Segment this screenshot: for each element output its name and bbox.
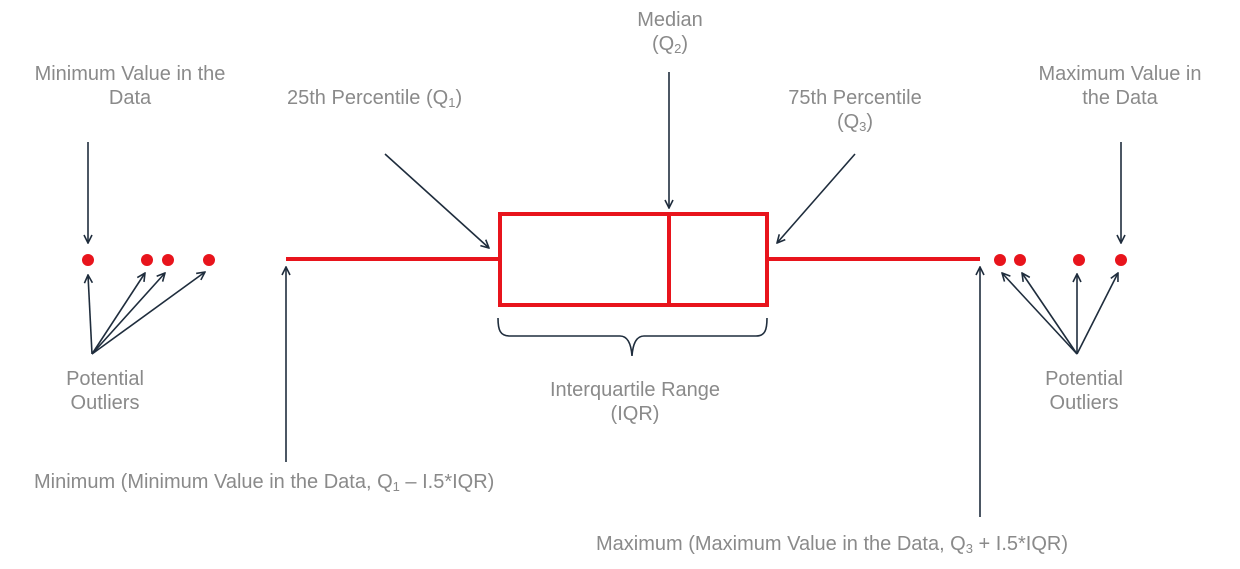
q1-label-text: 25th Percentile (Q [287,87,449,109]
maximum-label-prefix: Maximum (Maximum Value in the Data, Q [596,533,966,555]
outliers-right-line2: Outliers [1049,392,1119,414]
minimum-label-sub: 1 [392,479,400,494]
median-label: Median (Q2) [600,8,740,56]
outlier-point [162,254,174,266]
outlier-arrow [91,273,165,355]
q3-q-close: ) [866,111,874,133]
iqr-label: Interquartile Range (IQR) [510,378,760,426]
iqr-box [498,212,769,307]
q3-label-line1: 75th Percentile [788,87,922,109]
q3-label: 75th Percentile (Q3) [755,86,955,134]
min-value-label-line1: Minimum Value in the [34,63,226,85]
outlier-arrow [88,275,92,355]
q1-label-close: ) [455,87,463,109]
q3-q-sub: 3 [859,119,867,134]
median-q-sub: 2 [674,41,682,56]
outlier-arrow [91,272,205,355]
outliers-right-line1: Potential [1045,368,1123,390]
outlier-arrow [1076,273,1118,355]
minimum-label-prefix: Minimum (Minimum Value in the Data, Q [34,471,393,493]
max-value-label-line1: Maximum Value in [1038,63,1202,85]
min-value-label: Minimum Value in the Data [20,62,240,110]
maximum-label-sub: 3 [965,541,973,556]
outliers-left-label: Potential Outliers [40,367,170,415]
iqr-label-line1: Interquartile Range [549,379,721,401]
maximum-label: Maximum (Maximum Value in the Data, Q3 +… [596,532,1068,556]
q1-arrow [384,153,489,248]
outlier-point [82,254,94,266]
outlier-point [1073,254,1085,266]
q1-label-sub: 1 [448,95,456,110]
median-label-line2: (Q2) [600,32,740,56]
outlier-point [1014,254,1026,266]
median-q-open: (Q [651,33,675,55]
q3-q-open: (Q [836,111,860,133]
outlier-point [994,254,1006,266]
q3-arrow [777,153,856,243]
outlier-arrow [1022,273,1078,355]
outliers-right-label: Potential Outliers [1019,367,1149,415]
outlier-point [203,254,215,266]
outlier-point [1115,254,1127,266]
q3-label-line2: (Q3) [755,110,955,134]
minimum-label: Minimum (Minimum Value in the Data, Q1 –… [34,470,494,494]
outlier-point [141,254,153,266]
maximum-label-suffix: + I.5*IQR) [972,533,1069,555]
min-value-label-line2: Data [108,87,152,109]
iqr-label-line2: (IQR) [610,403,660,425]
max-value-label-line2: the Data [1082,87,1158,109]
outlier-arrow [1002,273,1078,355]
outliers-left-line2: Outliers [70,392,140,414]
max-value-label: Maximum Value in the Data [1010,62,1230,110]
median-q-close: ) [681,33,689,55]
median-label-line1: Median [637,9,703,31]
outlier-arrow [91,273,145,355]
outliers-left-line1: Potential [66,368,144,390]
q1-label: 25th Percentile (Q1) [287,86,462,110]
minimum-label-suffix: – I.5*IQR) [399,471,495,493]
iqr-brace [497,317,768,357]
